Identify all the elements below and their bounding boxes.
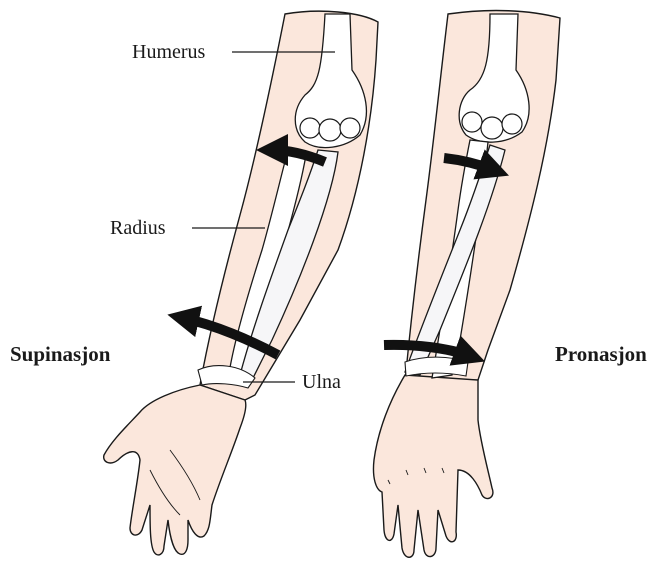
right-wrist-bones [405, 357, 468, 376]
pronation-label: Pronasjon [555, 342, 647, 366]
right-arm-pronation [373, 11, 560, 558]
right-hand [373, 375, 492, 557]
ulna-label: Ulna [302, 371, 341, 393]
left-hand [104, 385, 246, 555]
left-elbow-condyles [300, 118, 360, 141]
supination-label: Supinasjon [10, 342, 111, 366]
humerus-label: Humerus [132, 41, 206, 63]
radius-label: Radius [110, 217, 166, 239]
left-arm-supination [104, 11, 378, 555]
